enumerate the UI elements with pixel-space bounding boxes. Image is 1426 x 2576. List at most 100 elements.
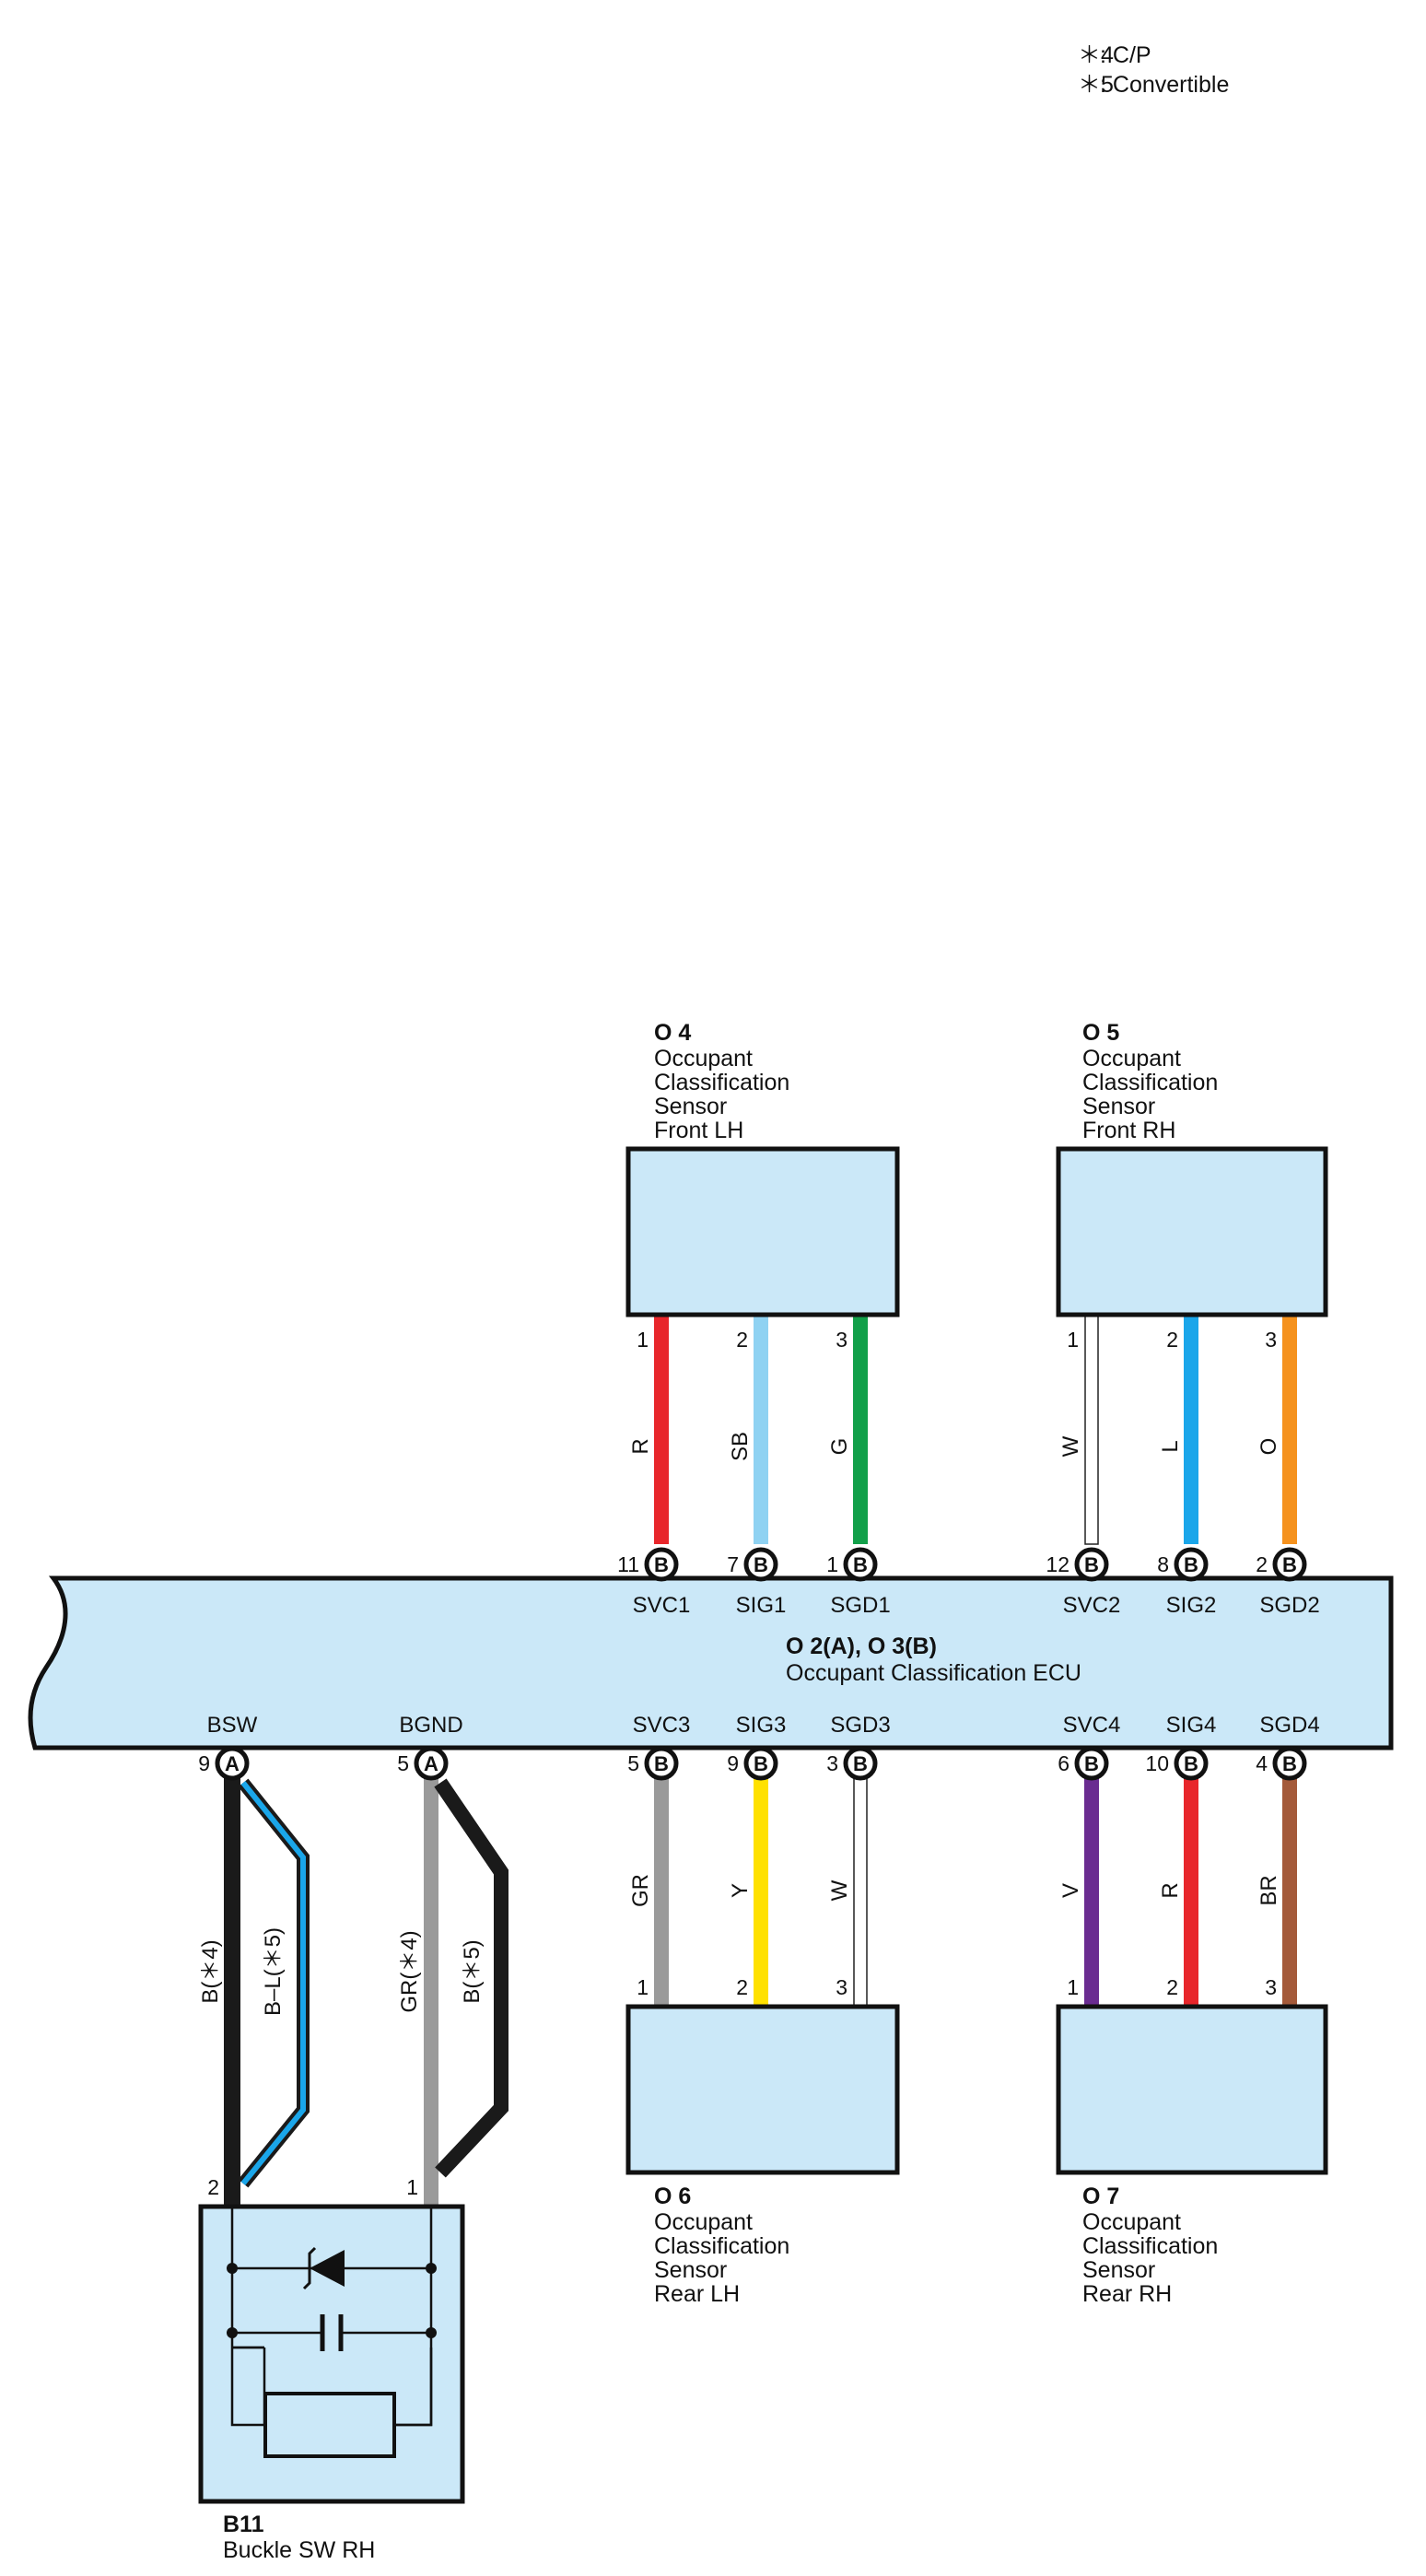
- terminal-conn: B: [754, 1553, 768, 1576]
- sensor-o7-pin2: 2: [1166, 1975, 1178, 1999]
- sensor-o4-line2: Classification: [654, 1070, 789, 1095]
- buckle-internal-wiring: [230, 2348, 433, 2427]
- sensor-o4-pin3: 3: [836, 1328, 847, 1352]
- sensor-o5-code: O 5: [1082, 1020, 1119, 1046]
- wire-label-o6-gr: GR: [628, 1874, 653, 1907]
- terminal-num: 12: [1046, 1552, 1070, 1576]
- sensor-o7-pin1: 1: [1067, 1975, 1079, 1999]
- junction-dot: [426, 2263, 437, 2274]
- ecu-signal-sgd2: SGD2: [1259, 1593, 1319, 1618]
- ecu-bottom-terminals: A 9 A 5 B 5 B 9 B 3 B 6 B: [198, 1746, 1307, 1781]
- ecu-signal-bsw: BSW: [207, 1713, 258, 1738]
- sensor-o7-line4: Rear RH: [1082, 2281, 1172, 2307]
- sensor-o4-pin1: 1: [637, 1328, 649, 1352]
- sensor-o7-line2: Classification: [1082, 2233, 1218, 2259]
- o7-wires: [1084, 1773, 1297, 2008]
- terminal-a9: A 9: [198, 1746, 250, 1781]
- sensor-o6-pin3: 3: [836, 1975, 847, 1999]
- note-mark-4: ＊4: [1078, 42, 1114, 68]
- wire-label-b5: B(＊5): [460, 1939, 485, 2003]
- terminal-b12: B 12: [1046, 1547, 1109, 1582]
- terminal-num: 5: [627, 1751, 639, 1775]
- terminal-num: 10: [1145, 1751, 1169, 1775]
- sensor-o6-line1: Occupant: [654, 2209, 753, 2235]
- wire-label-bl5: B–L(＊5): [261, 1927, 286, 2016]
- sensor-o5-line3: Sensor: [1082, 1094, 1155, 1119]
- wire-label-o7-v: V: [1058, 1883, 1083, 1898]
- terminal-b5: B 5: [627, 1746, 679, 1781]
- terminal-num: 7: [727, 1552, 739, 1576]
- terminal-b8: B 8: [1157, 1547, 1209, 1582]
- wire-label-o7-br: BR: [1257, 1875, 1281, 1905]
- sensor-o4-line4: Front LH: [654, 1118, 743, 1143]
- ecu-signal-sig2: SIG2: [1166, 1593, 1217, 1618]
- junction-dot: [227, 2327, 238, 2338]
- ecu-signal-sig1: SIG1: [736, 1593, 787, 1618]
- ecu-signal-svc2: SVC2: [1063, 1593, 1121, 1618]
- ecu-signal-svc1: SVC1: [633, 1593, 691, 1618]
- terminal-conn: B: [853, 1553, 868, 1576]
- ecu-signal-sig4: SIG4: [1166, 1713, 1217, 1738]
- wire-label-o5-w: W: [1058, 1435, 1083, 1457]
- terminal-conn: B: [654, 1752, 669, 1775]
- ecu-body: [28, 1575, 1394, 1751]
- sensor-o5-line2: Classification: [1082, 1070, 1218, 1095]
- wire-label-o4-sb: SB: [728, 1432, 753, 1461]
- sensor-o6: O 6 Occupant Classification Sensor Rear …: [625, 1874, 900, 2307]
- buckle-code: B11: [223, 2512, 264, 2537]
- sensor-o4: O 4 Occupant Classification Sensor Front…: [625, 1020, 900, 1461]
- sensor-o4-code: O 4: [654, 1020, 691, 1046]
- sensor-o5: O 5 Occupant Classification Sensor Front…: [1056, 1020, 1328, 1457]
- wire-label-o4-g: G: [827, 1438, 852, 1456]
- ecu-code: O 2(A), O 3(B): [786, 1633, 937, 1659]
- terminal-num: 9: [727, 1751, 739, 1775]
- ecu-signal-sgd4: SGD4: [1259, 1713, 1319, 1738]
- junction-dot: [227, 2263, 238, 2274]
- sensor-o6-line3: Sensor: [654, 2257, 727, 2283]
- terminal-conn: B: [1282, 1553, 1297, 1576]
- terminal-num: 5: [397, 1751, 409, 1775]
- terminal-num: 2: [1256, 1552, 1268, 1576]
- terminal-conn: B: [1084, 1752, 1099, 1775]
- sensor-o6-code: O 6: [654, 2184, 691, 2209]
- buckle-switch: B(＊4) B–L(＊5) GR(＊4) B(＊5) 2 1: [198, 1927, 485, 2563]
- terminal-b11: B 11: [617, 1547, 679, 1582]
- terminal-conn: B: [1282, 1752, 1297, 1775]
- wire-bgnd-b5: [434, 1778, 508, 2178]
- wire-label-o6-y: Y: [728, 1883, 753, 1898]
- sensor-o4-pin2: 2: [736, 1328, 748, 1352]
- terminal-conn: B: [1184, 1752, 1198, 1775]
- terminal-conn: B: [1184, 1553, 1198, 1576]
- terminal-b2: B 2: [1256, 1547, 1307, 1582]
- wire-label-o4-r: R: [628, 1438, 653, 1454]
- sensor-o6-line2: Classification: [654, 2233, 789, 2259]
- terminal-b9: B 9: [727, 1746, 778, 1781]
- ecu-signal-bgnd: BGND: [399, 1713, 462, 1738]
- sensor-o7: O 7 Occupant Classification Sensor Rear …: [1056, 1875, 1328, 2307]
- ecu-signal-sgd3: SGD3: [830, 1713, 890, 1738]
- o5-wires: [1084, 1310, 1297, 1545]
- terminal-num: 11: [617, 1552, 639, 1576]
- wire-label-o5-o: O: [1257, 1438, 1281, 1456]
- ecu-signal-sig3: SIG3: [736, 1713, 787, 1738]
- terminal-b3: B 3: [826, 1746, 878, 1781]
- sensor-o5-pin1: 1: [1067, 1328, 1079, 1352]
- buckle-name: Buckle SW RH: [223, 2537, 375, 2563]
- terminal-num: 1: [826, 1552, 838, 1576]
- sensor-o6-pin2: 2: [736, 1975, 748, 1999]
- sensor-o7-box: [1056, 2004, 1328, 2175]
- terminal-conn: B: [654, 1553, 669, 1576]
- ecu: O 2(A), O 3(B) Occupant Classification E…: [28, 1575, 1394, 1751]
- terminal-num: 3: [826, 1751, 838, 1775]
- ecu-signal-sgd1: SGD1: [830, 1593, 890, 1618]
- sensor-o6-pin1: 1: [637, 1975, 649, 1999]
- terminal-a5: A 5: [397, 1746, 449, 1781]
- wire-label-gr4: GR(＊4): [397, 1930, 422, 2012]
- wire-label-o5-l: L: [1158, 1440, 1183, 1452]
- note-mark-5: ＊5: [1078, 72, 1114, 98]
- terminal-conn: A: [225, 1752, 240, 1775]
- wire-bsw-bl5-inner: [240, 1781, 306, 2185]
- sensor-o4-line3: Sensor: [654, 1094, 727, 1119]
- wire-label-o6-w: W: [827, 1879, 852, 1901]
- sensor-o7-code: O 7: [1082, 2184, 1119, 2209]
